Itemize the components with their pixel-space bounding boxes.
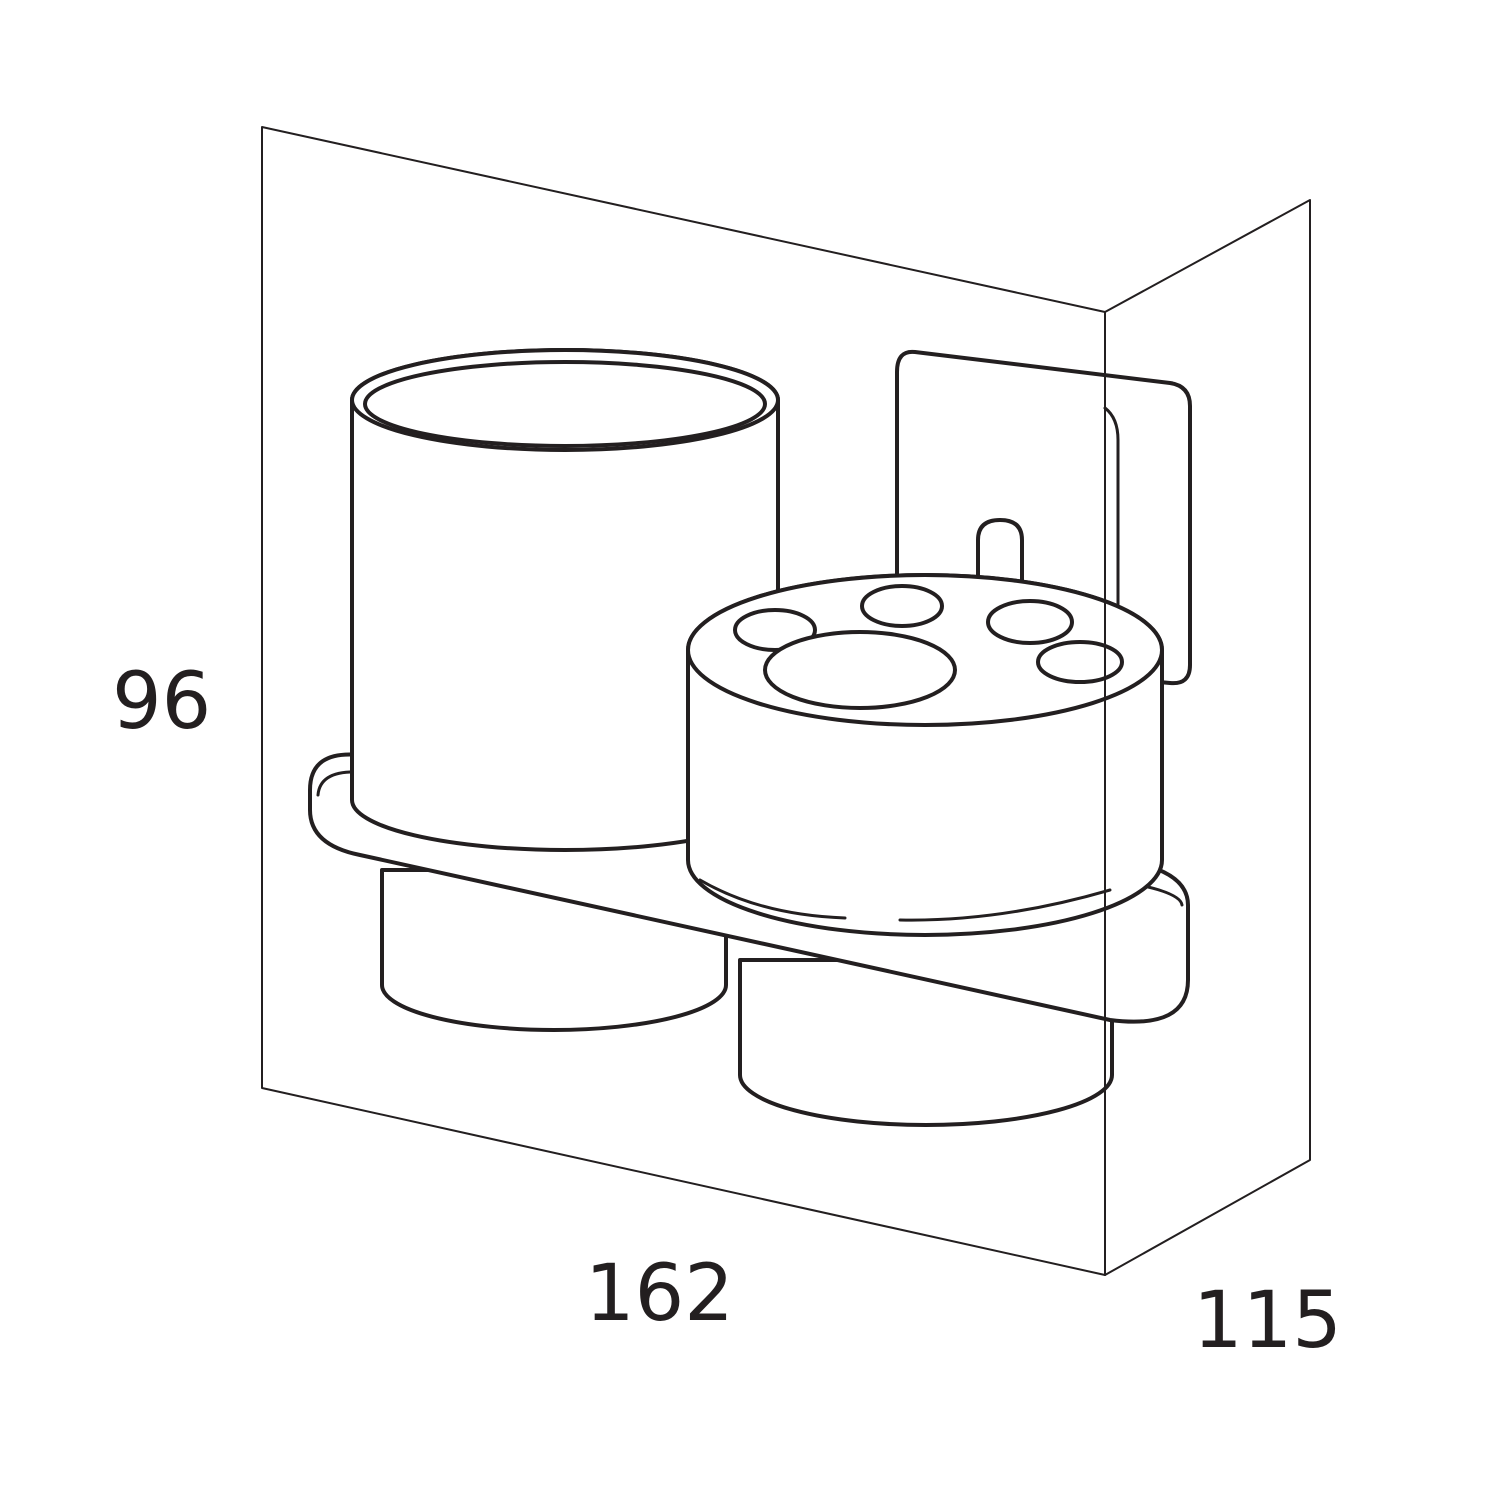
brush-hole: [733, 608, 817, 652]
brush-hole: [1036, 640, 1124, 684]
depth-dimension-label: 115: [1193, 1276, 1342, 1366]
brush-hole: [986, 599, 1074, 645]
width-dimension-label: 162: [585, 1249, 734, 1339]
height-dimension-label: 96: [112, 657, 212, 747]
toothbrush-holder: [308, 348, 1192, 1127]
brush-hole: [860, 584, 944, 628]
paste-hole: [763, 630, 957, 710]
